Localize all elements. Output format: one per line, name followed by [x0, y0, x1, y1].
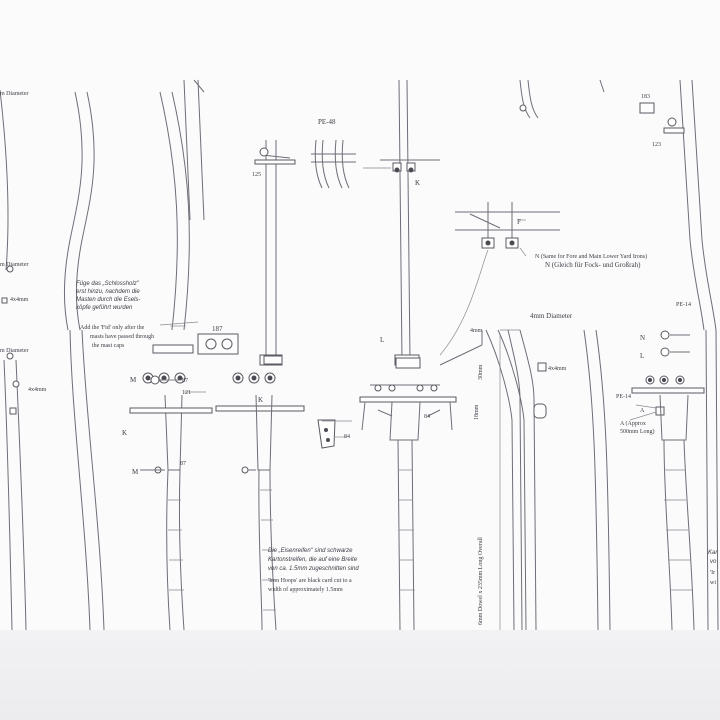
- note-schlossholz-3: Masten durch die Esels-: [76, 297, 140, 303]
- label-4x4-c: 4x4mm: [548, 366, 567, 372]
- plan-sheet: [0, 0, 720, 630]
- label-4mm-diameter: 4mm Diameter: [530, 312, 573, 320]
- label-84-a: 84: [344, 434, 350, 440]
- note-right-edge-3: 'Ir: [710, 570, 715, 576]
- label-4mm: 4mm: [470, 328, 483, 334]
- label-pe14-a: PE-14: [676, 302, 691, 308]
- left-upper-mast: [183, 79, 205, 221]
- note-schlossholz-4: köpfe geführt wurden: [76, 305, 133, 311]
- label-l-b: L: [640, 352, 644, 360]
- label-diameter-left-3: m Diameter: [0, 348, 29, 354]
- note-eisen-3: von ca. 1.5mm zugeschnitten sind: [268, 566, 359, 572]
- far-right-mast: [583, 79, 719, 631]
- right-mast: [485, 329, 547, 631]
- label-f: F: [517, 218, 521, 226]
- note-gleich-fur: N (Gleich für Fock- und Großrah): [545, 261, 641, 269]
- note-fid-1: Add the 'Fid' only after the: [80, 324, 145, 331]
- center-mast: [359, 79, 457, 631]
- note-schlossholz-1: Füge das „Schlossholz": [76, 281, 140, 287]
- leader-lines: [159, 167, 657, 438]
- label-diameter-left-2: m Diameter: [0, 262, 29, 268]
- label-30mm: 30mm: [478, 364, 484, 380]
- label-approx-2: 500mm Long): [620, 428, 655, 435]
- label-n-a: N: [640, 334, 645, 342]
- note-right-edge-4: wi: [710, 580, 716, 586]
- label-pe14-b: PE-14: [616, 394, 631, 400]
- left-topmast: [64, 91, 190, 631]
- pe48-detail: [311, 139, 356, 189]
- yard-iron-detail: [455, 202, 560, 249]
- note-eisen-2: Kartonstreifen, die auf eine Breite: [268, 557, 358, 563]
- top-right-hardware: [519, 79, 605, 119]
- far-left-mast: [0, 89, 27, 631]
- label-87-a: 87: [182, 378, 188, 384]
- label-k-mid: K: [258, 396, 263, 404]
- note-hoops-2: width of approximately 1.5mm: [268, 586, 343, 593]
- note-right-edge-2: vo: [710, 559, 717, 565]
- notes: Füge das „Schlossholz" erst hinzu, nachd…: [76, 281, 718, 593]
- label-183: 183: [641, 94, 650, 100]
- label-123: 123: [652, 142, 661, 148]
- label-dowel: 6mm Dowel x 235mm Long Overall: [478, 537, 484, 625]
- label-k-top: K: [415, 179, 420, 187]
- label-125: 125: [252, 172, 261, 178]
- label-approx-1: A (Approx: [620, 420, 646, 427]
- label-pe48: PE-48: [318, 118, 336, 126]
- note-right-edge-1: Kar: [708, 550, 718, 556]
- note-fid-2: masts have passed through: [90, 334, 154, 340]
- label-4x4-a: 4x4mm: [10, 297, 29, 303]
- label-121: 121: [182, 390, 191, 396]
- small-parts: [152, 330, 483, 449]
- table-surface: [0, 630, 720, 720]
- label-k-left: K: [122, 429, 127, 437]
- label-84-b: 84: [424, 414, 430, 420]
- fore-mast: [215, 140, 305, 631]
- label-18mm: 18mm: [474, 404, 480, 420]
- label-m-a: M: [130, 376, 137, 384]
- label-4x4-b: 4x4mm: [28, 387, 47, 393]
- label-a: A: [640, 408, 645, 414]
- label-187: 187: [212, 325, 223, 333]
- note-eisen-1: Die „Eisenreifen" sind schwarze: [268, 548, 353, 554]
- label-diameter-left-top: m Diameter: [0, 91, 29, 97]
- label-m-b: M: [132, 468, 139, 476]
- note-same-for-fore: N (Same for Fore and Main Lower Yard Iro…: [535, 253, 647, 260]
- note-schlossholz-2: erst hinzu, nachdem die: [76, 289, 140, 295]
- note-hoops-1: 'Iron Hoops' are black card cut to a: [268, 578, 352, 584]
- label-87-b: 87: [180, 461, 186, 467]
- label-l-a: L: [380, 336, 384, 344]
- note-fid-3: the mast caps: [92, 343, 125, 349]
- main-mast-left: [129, 372, 213, 631]
- labels: m Diameter m Diameter m Diameter 4x4mm 4…: [0, 91, 691, 625]
